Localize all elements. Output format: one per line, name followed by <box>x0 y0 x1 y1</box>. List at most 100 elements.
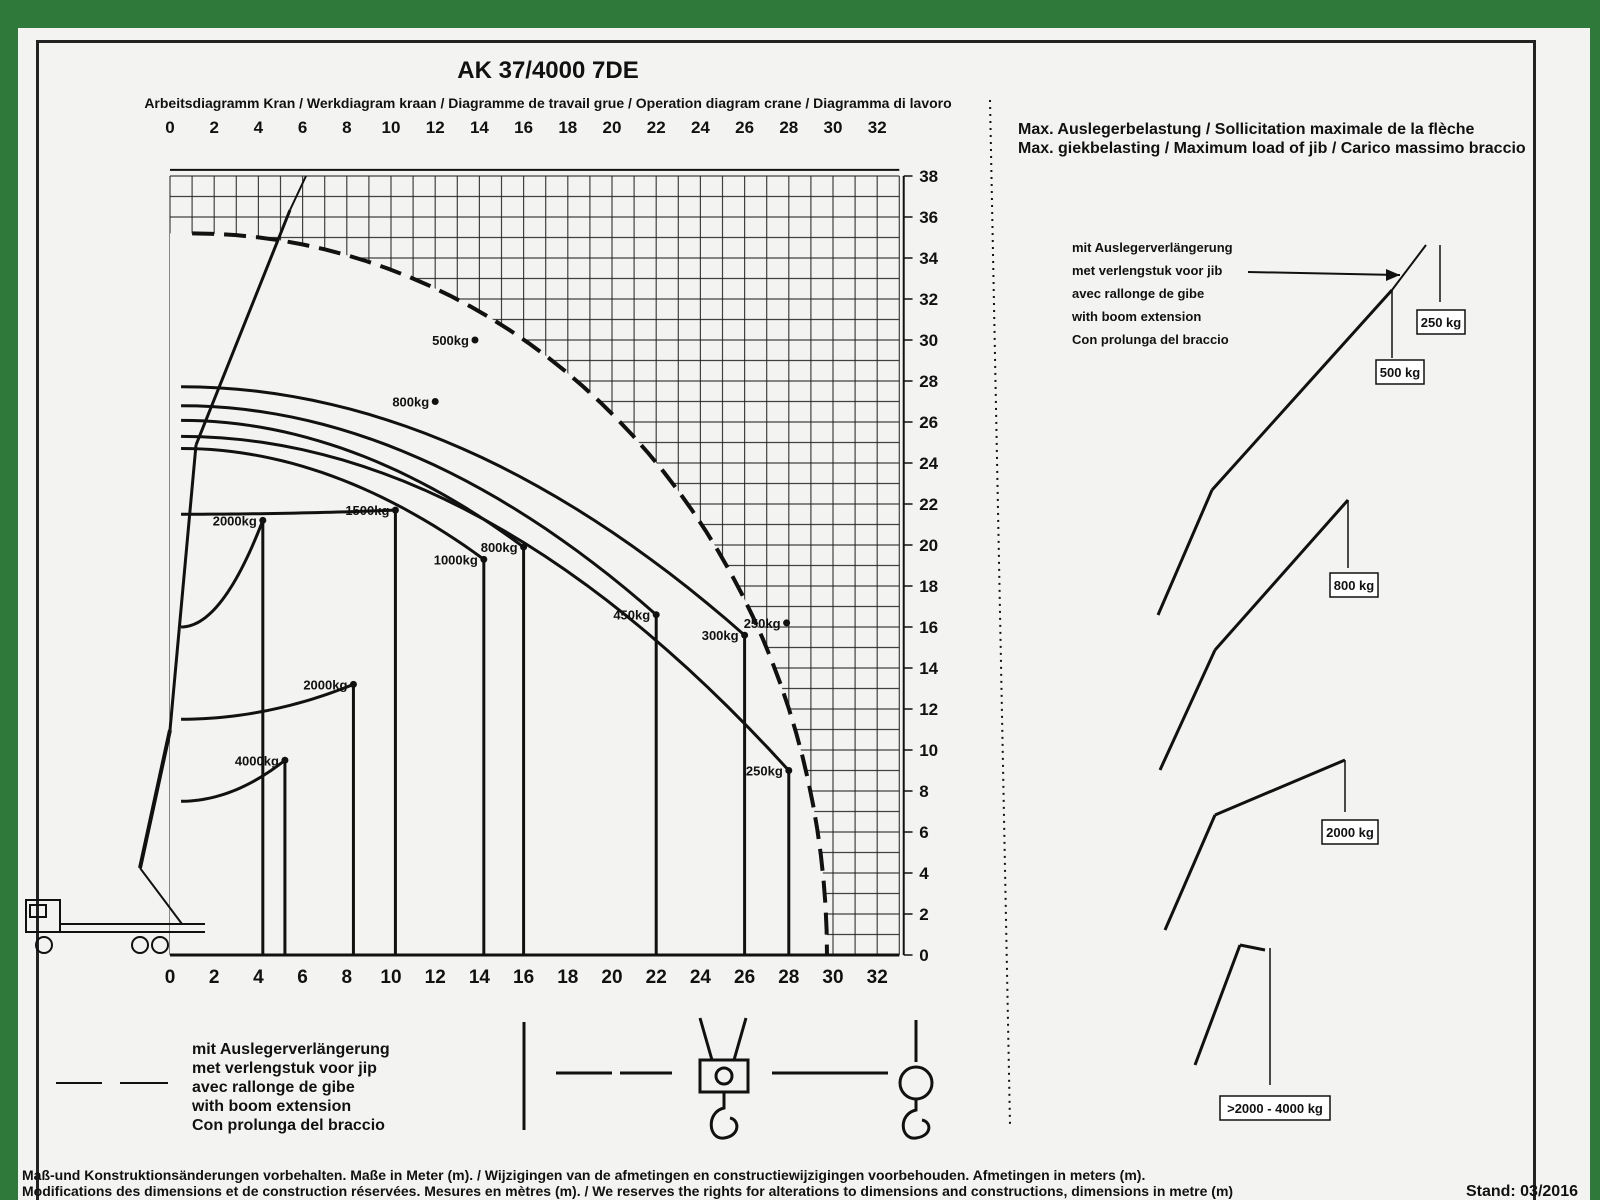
load-box-800-label: 800 kg <box>1334 578 1375 593</box>
y-tick-label: 4 <box>919 864 929 883</box>
pose-2-boom <box>1213 499 1350 651</box>
load-label: 800kg <box>481 540 518 555</box>
y-tick-label: 14 <box>919 659 938 678</box>
top-tick-label: 6 <box>298 118 307 137</box>
load-curve <box>181 404 658 616</box>
boom-section-1 <box>138 729 172 869</box>
extension-arrow <box>1247 271 1401 276</box>
y-tick-label: 16 <box>919 618 938 637</box>
y-tick-label: 20 <box>919 536 938 555</box>
top-tick-label: 28 <box>779 118 798 137</box>
bottom-tick-label: 12 <box>425 967 446 988</box>
bottom-tick-label: 2 <box>209 967 220 988</box>
envelope-mask <box>170 233 833 955</box>
bottom-tick-label: 20 <box>601 967 622 988</box>
pose-4-boom <box>1239 943 1266 952</box>
load-labels: 4000kg2000kg2000kg1500kg1000kg800kg800kg… <box>213 333 793 779</box>
load-point <box>741 631 749 639</box>
hook-symbols <box>522 1017 934 1140</box>
load-point <box>783 619 791 627</box>
load-label: 2000kg <box>213 513 257 528</box>
diagram-subtitle: Arbeitsdiagramm Kran / Werkdiagram kraan… <box>144 95 951 111</box>
top-tick-label: 14 <box>470 118 489 137</box>
swivel-body <box>898 1065 934 1101</box>
load-curve <box>181 508 396 516</box>
load-box-500-label: 500 kg <box>1380 365 1421 380</box>
plate-frame <box>36 40 1536 1200</box>
top-tick-label: 22 <box>647 118 666 137</box>
y-tick-label: 2 <box>919 905 928 924</box>
pose-2-column <box>1158 649 1217 771</box>
legend-line-2: met verlengstuk voor jip <box>192 1060 377 1077</box>
bottom-tick-label: 14 <box>469 967 491 988</box>
truck-wheel-rear <box>131 936 149 954</box>
y-tick-label: 28 <box>919 372 938 391</box>
pose-1-extension <box>1391 244 1427 291</box>
load-box-250 <box>1416 309 1466 335</box>
pose-1-column <box>1156 489 1214 616</box>
bottom-tick-label: 10 <box>380 967 401 988</box>
load-curve <box>181 683 354 721</box>
y-tick-label: 8 <box>919 782 928 801</box>
y-tick-label: 22 <box>919 495 938 514</box>
top-tick-label: 26 <box>735 118 754 137</box>
extension-envelope <box>192 231 829 956</box>
truck-wheel-rear-2 <box>151 936 169 954</box>
y-tick-label: 36 <box>919 208 938 227</box>
max-load-title-1: Max. Auslegerbelastung / Sollicitation m… <box>1018 121 1475 138</box>
extension-label-line-3: avec rallonge de gibe <box>1072 286 1204 301</box>
load-label: 4000kg <box>235 753 279 768</box>
bottom-tick-label: 22 <box>646 967 667 988</box>
load-label: 500kg <box>432 333 469 348</box>
legend-line-5: Con prolunga del braccio <box>192 1117 385 1134</box>
bottom-tick-label: 30 <box>822 967 843 988</box>
hook-block-pulley <box>714 1066 734 1086</box>
bottom-tick-label: 16 <box>513 967 534 988</box>
load-curve <box>181 385 746 637</box>
pose-3-column <box>1163 814 1217 931</box>
load-curve <box>181 418 525 549</box>
footer-line-1: Maß-und Konstruktionsänderungen vorbehal… <box>22 1167 1145 1183</box>
extension-arrowhead <box>1386 269 1400 281</box>
bottom-tick-label: 18 <box>557 967 578 988</box>
load-curve <box>181 759 286 803</box>
top-tick-label: 10 <box>382 118 401 137</box>
bottom-tick-label: 6 <box>297 967 308 988</box>
crane-column <box>139 867 183 925</box>
hook-block <box>698 1058 750 1094</box>
bottom-tick-label: 8 <box>342 967 353 988</box>
load-label: 1000kg <box>434 552 478 567</box>
load-box-800 <box>1329 572 1379 598</box>
boom-section-3 <box>194 209 292 446</box>
footer-line-2: Modifications des dimensions et de const… <box>22 1183 1233 1199</box>
hook-block-cables <box>698 1017 748 1062</box>
hook-2 <box>901 1099 931 1140</box>
top-tick-label: 32 <box>868 118 887 137</box>
boom-section-2 <box>168 444 198 731</box>
y-tick-label: 0 <box>919 946 928 965</box>
top-tick-label: 18 <box>558 118 577 137</box>
top-tick-label: 30 <box>824 118 843 137</box>
bottom-tick-label: 4 <box>253 967 264 988</box>
max-load-title-2: Max. giekbelasting / Maximum load of jib… <box>1018 140 1526 157</box>
extension-label-line-1: mit Auslegerverlängerung <box>1072 240 1233 255</box>
load-point <box>652 611 660 619</box>
top-tick-label: 16 <box>514 118 533 137</box>
boom-pose-figures <box>1156 244 1441 1085</box>
load-box-2000-label: 2000 kg <box>1326 825 1374 840</box>
extension-label: mit Auslegerverlängerung met verlengstuk… <box>1071 240 1233 347</box>
top-tick-label: 8 <box>342 118 351 137</box>
load-label: 800kg <box>392 395 429 410</box>
load-curve <box>181 434 790 772</box>
pose-4-column <box>1193 944 1242 1066</box>
y-tick-label: 32 <box>919 290 938 309</box>
load-label: 2000kg <box>303 677 347 692</box>
top-tick-label: 24 <box>691 118 710 137</box>
pose-1-boom <box>1210 288 1394 492</box>
working-grid <box>169 168 905 957</box>
extension-label-line-5: Con prolunga del braccio <box>1072 332 1229 347</box>
